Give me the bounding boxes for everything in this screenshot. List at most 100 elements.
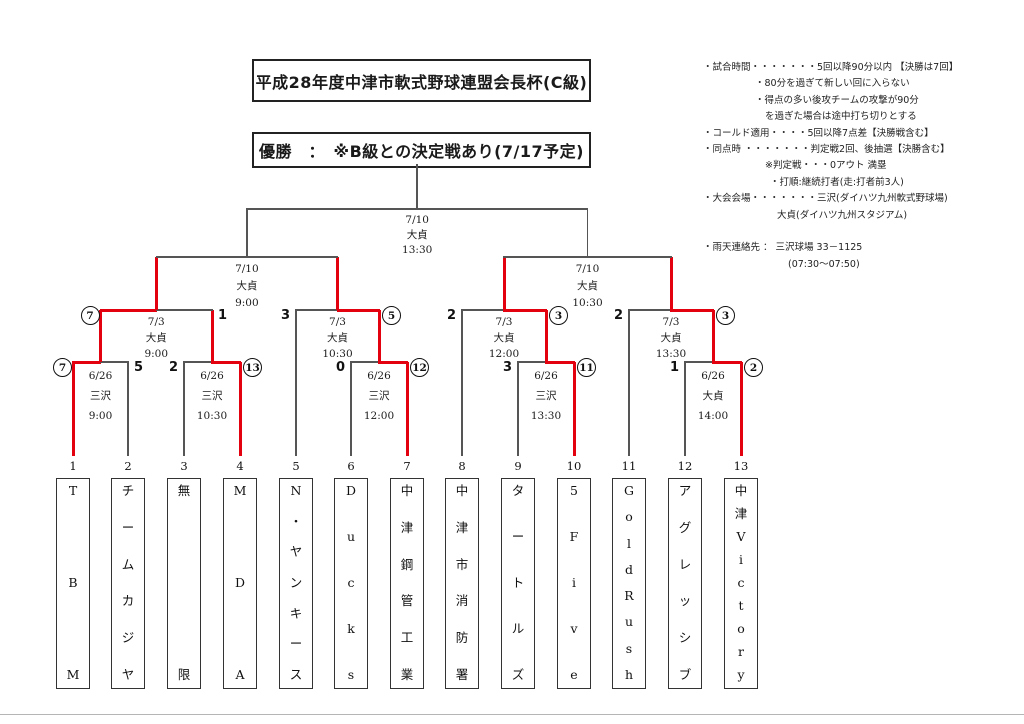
team-name-char: V [736, 529, 746, 544]
team-name-char: s [625, 640, 633, 656]
match-venue: 三沢 [535, 390, 557, 402]
notes-panel: ・試合時間・・・・・・・5回以降90分以内 【決勝は7回】・80分を過ぎて新しい… [703, 60, 1021, 273]
note-line [703, 224, 1021, 240]
team-name-char: ト [511, 575, 525, 590]
team-name-char: u [624, 614, 634, 630]
team-name-char: 限 [177, 667, 191, 682]
team-name-char: ス [289, 666, 303, 682]
team-number: 11 [621, 459, 637, 473]
team-name-char: r [738, 644, 744, 659]
bracket-line [502, 257, 506, 310]
team-number: 3 [180, 459, 188, 473]
bracket-line [246, 208, 418, 210]
team-name-char: 消 [455, 593, 469, 609]
team-name-char: M [233, 483, 247, 498]
team-name-char: 5 [570, 483, 578, 498]
team-name-char: ・ [289, 513, 303, 529]
bracket-line [246, 256, 339, 258]
match-venue: 大貞 [660, 332, 682, 344]
team-name-char: c [347, 575, 355, 590]
match-score-winner: 11 [577, 358, 596, 377]
bracket-line [517, 361, 547, 363]
team-name-char: G [624, 483, 634, 498]
team-box-8: 中津市消防署 [445, 478, 479, 689]
team-name-char: ン [289, 574, 303, 590]
team-name-char: o [625, 509, 633, 525]
bracket-line [544, 310, 548, 362]
bracket-line [99, 361, 129, 363]
bracket-line [461, 310, 463, 456]
team-name-char: 管 [400, 593, 414, 609]
team-name-char: カ [121, 593, 135, 609]
team-name-char: c [737, 575, 745, 590]
match-score-winner: 5 [382, 306, 401, 325]
bracket-line [210, 310, 214, 362]
match-venue: 大貞 [702, 390, 724, 402]
team-name-char: 市 [455, 556, 469, 572]
team-name-char: F [569, 529, 579, 544]
team-name-char: s [347, 667, 355, 682]
page-edge-line [0, 714, 1024, 715]
match-venue: 大貞 [493, 332, 515, 344]
bracket-line [461, 309, 505, 311]
bracket-line [336, 308, 380, 312]
note-line: ・コールド適用・・・・5回以降7点差【決勝戦含む】 [703, 127, 934, 139]
team-number: 13 [733, 459, 749, 473]
match-time: 9:00 [88, 410, 113, 422]
team-number: 2 [124, 459, 132, 473]
team-name-char: M [66, 667, 80, 682]
team-name-char: R [624, 588, 634, 604]
match-score-winner: 3 [549, 306, 568, 325]
match-score-winner: 13 [243, 358, 262, 377]
bracket-line [684, 362, 686, 456]
bracket-line [586, 209, 589, 257]
team-name-char: e [570, 667, 578, 682]
match-score: 2 [613, 308, 623, 323]
team-name-char: t [738, 598, 744, 613]
team-name-char: u [346, 529, 356, 544]
team-name-char: o [737, 621, 745, 636]
team-number: 9 [514, 459, 522, 473]
match-score: 3 [502, 360, 512, 375]
bracket-line [503, 256, 589, 258]
match-venue: 大貞 [327, 332, 348, 344]
match-time: 13:30 [655, 348, 687, 360]
team-name-char: l [627, 535, 631, 551]
team-name-char: グ [678, 519, 692, 535]
title-box: 平成28年度中津市軟式野球連盟会長杯(C級) [252, 59, 591, 102]
team-number: 8 [458, 459, 466, 473]
match-time: 10:30 [322, 348, 353, 360]
bracket-line [712, 360, 742, 364]
team-name-char: ル [511, 621, 525, 636]
team-name-char: キ [289, 605, 303, 621]
team-name-char: 津 [734, 506, 748, 521]
team-name-char: ッ [678, 593, 692, 609]
bracket-line [183, 361, 213, 363]
team-name-char: ム [121, 556, 135, 572]
match-score: 2 [446, 308, 456, 323]
match-date: 6/26 [367, 370, 391, 382]
note-line: ・得点の多い後攻チームの攻撃が90分 [755, 94, 919, 106]
match-score: 3 [280, 308, 290, 323]
bracket-line [295, 309, 339, 311]
team-name-char: 防 [455, 630, 469, 646]
match-time: 12:00 [488, 348, 520, 360]
team-name-char: ブ [678, 666, 692, 682]
match-date: 7/3 [147, 316, 165, 328]
team-name-char: y [737, 667, 745, 682]
match-date: 7/10 [575, 263, 600, 275]
bracket-line [739, 362, 743, 456]
team-name-char: 鋼 [400, 556, 414, 572]
bracket-line [416, 208, 589, 210]
match-score-winner: 2 [744, 358, 763, 377]
note-line: ・同点時 ・・・・・・・判定戦2回、後抽選【決勝含む】 [703, 144, 950, 156]
team-box-12: アグレッシブ [668, 478, 702, 689]
match-venue: 三沢 [90, 390, 111, 402]
